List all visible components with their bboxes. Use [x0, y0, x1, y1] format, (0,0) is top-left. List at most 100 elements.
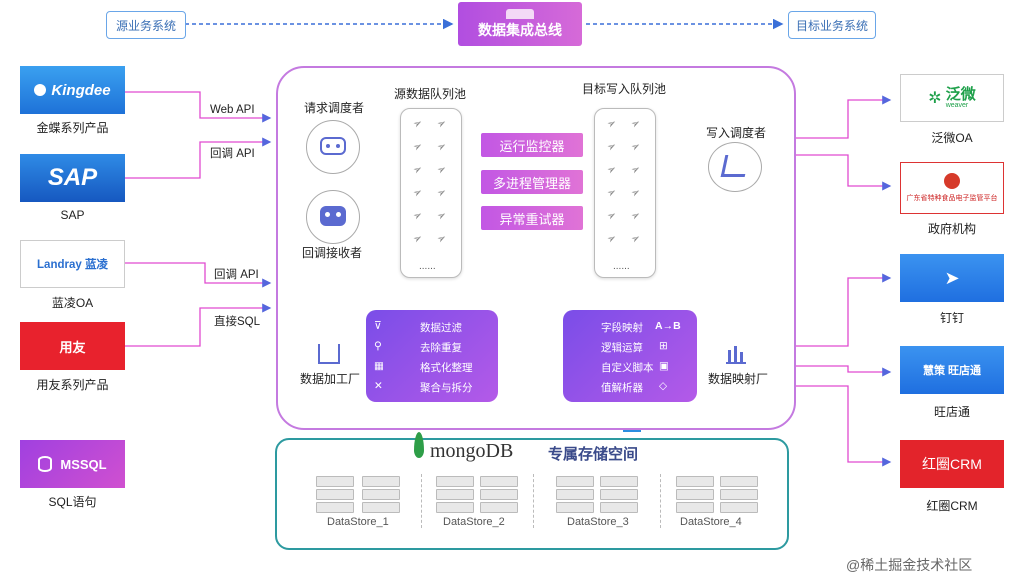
mapping-item-field: 字段映射	[601, 322, 643, 334]
robot-arm-icon	[720, 155, 750, 177]
mongodb-leaf-icon	[414, 432, 424, 458]
storage-title: 专属存储空间	[548, 446, 639, 463]
paper-plane-icon: ➢	[604, 162, 619, 178]
source-caption-sap: SAP	[60, 208, 85, 222]
paper-plane-icon: ➢	[434, 116, 449, 132]
callback-receiver-node	[306, 190, 360, 244]
target-queue-title: 目标写入队列池	[582, 82, 667, 96]
landray-logo: Landray 蓝凌	[20, 240, 125, 288]
factory-item-filter: 数据过滤	[420, 322, 462, 334]
paper-plane-icon: ➢	[434, 185, 449, 201]
mapping-factory-icon	[726, 344, 746, 364]
paper-plane-icon: ➢	[410, 208, 425, 224]
script-icon: ▣	[659, 360, 669, 372]
queue-more: ......	[419, 261, 436, 272]
paper-plane-icon: ➢	[410, 116, 425, 132]
divider	[421, 474, 423, 528]
paper-plane-icon: ➢	[604, 139, 619, 155]
exception-retry-button[interactable]: 异常重试器	[481, 206, 583, 230]
mapping-item-logic: 逻辑运算	[601, 342, 643, 354]
paper-plane-icon: ➢	[434, 208, 449, 224]
paper-plane-icon: ➢	[434, 162, 449, 178]
source-queue-title: 源数据队列池	[394, 87, 467, 101]
paper-plane-icon: ➢	[628, 162, 643, 178]
wangdiantong-logo: 慧策 旺店通	[900, 346, 1004, 394]
data-mapping-panel: 字段映射 A→B 逻辑运算 ⊞ 自定义脚本 ▣ 值解析器 ◇	[563, 310, 697, 402]
bus-icon	[506, 9, 534, 19]
server-rack-icon	[480, 476, 518, 513]
integration-bus: 数据集成总线	[458, 2, 582, 46]
paper-plane-icon: ➢	[434, 231, 449, 247]
paper-plane-icon: ➢	[604, 231, 619, 247]
data-mapping-label: 数据映射厂	[708, 372, 769, 386]
target-caption-wangdiantong: 旺店通	[933, 405, 970, 419]
kingdee-mark-icon	[34, 84, 47, 96]
divider	[533, 474, 535, 528]
target-caption-gov: 政府机构	[927, 222, 976, 236]
paper-plane-icon: ➢	[628, 116, 643, 132]
mapping-item-script: 自定义脚本	[601, 362, 654, 374]
paper-plane-icon: ➢	[434, 139, 449, 155]
data-factory-panel: ⊽ 数据过滤 ⚲ 去除重复 ▦ 格式化整理 ✕ 聚合与拆分	[366, 310, 498, 402]
paper-plane-icon: ➢	[628, 208, 643, 224]
watermark: @稀土掘金技术社区	[846, 557, 973, 573]
filter-icon: ⊽	[374, 320, 382, 332]
divider	[660, 474, 662, 528]
datastore-2-label: DataStore_2	[443, 516, 505, 528]
datastore-1-label: DataStore_1	[327, 516, 389, 528]
paper-plane-icon: ➢	[628, 231, 643, 247]
link-web-api: Web API	[210, 104, 255, 116]
paper-plane-icon: ➢	[410, 162, 425, 178]
mapping-item-parser: 值解析器	[601, 382, 643, 394]
factory-icon	[318, 344, 340, 364]
format-icon: ▦	[374, 360, 384, 372]
target-caption-crm: 红圈CRM	[926, 499, 978, 513]
server-rack-icon	[362, 476, 400, 513]
emblem-icon	[944, 173, 960, 189]
paper-plane-icon: ➢	[604, 116, 619, 132]
paper-plane-icon: ➢	[604, 208, 619, 224]
robot-icon	[320, 137, 346, 155]
weaver-mark-icon: ✲	[928, 90, 942, 107]
multi-process-manager-button[interactable]: 多进程管理器	[481, 170, 583, 194]
factory-item-format: 格式化整理	[420, 362, 473, 374]
robot-icon	[320, 206, 346, 226]
mongodb-brand: mongoDB	[430, 440, 514, 462]
gov-platform-logo: 广东省特种食品电子监管平台	[900, 162, 1004, 214]
source-caption-kingdee: 金蝶系列产品	[36, 121, 109, 135]
write-scheduler-label: 写入调度者	[706, 126, 767, 140]
source-caption-mssql: SQL语句	[48, 495, 97, 509]
paper-plane-icon: ➢	[628, 185, 643, 201]
paper-plane-icon: ➢	[410, 139, 425, 155]
sap-logo: SAP	[20, 154, 125, 202]
target-caption-dingtalk: 钉钉	[939, 311, 964, 325]
data-factory-label: 数据加工厂	[300, 372, 361, 386]
tree-icon: ⊞	[659, 340, 668, 352]
kingdee-logo: Kingdee	[20, 66, 125, 114]
factory-item-dedupe: 去除重复	[420, 342, 462, 354]
target-queue-pool: ➢➢➢➢➢➢➢➢➢➢➢➢ ......	[594, 108, 656, 278]
diamond-icon: ◇	[659, 380, 668, 392]
split-icon: ✕	[374, 380, 383, 392]
datastore-3-label: DataStore_3	[567, 516, 629, 528]
callback-receiver-label: 回调接收者	[302, 246, 363, 260]
write-scheduler-node	[708, 142, 762, 192]
queue-more: ......	[613, 261, 630, 272]
weaver-logo: ✲ 泛微 weaver	[900, 74, 1004, 122]
datastore-4-label: DataStore_4	[680, 516, 742, 528]
request-scheduler-label: 请求调度者	[304, 101, 365, 115]
a-to-b-icon: A→B	[655, 320, 681, 332]
target-systems-label: 目标业务系统	[788, 11, 876, 39]
link-callback-api-2: 回调 API	[214, 269, 259, 281]
source-caption-yonyou: 用友系列产品	[36, 378, 109, 392]
mssql-logo: MSSQL	[20, 440, 125, 488]
server-rack-icon	[676, 476, 714, 513]
factory-item-aggregate: 聚合与拆分	[420, 382, 473, 394]
paper-plane-icon: ➢	[628, 139, 643, 155]
request-scheduler-node	[306, 120, 360, 174]
dingtalk-wing-icon: ➤	[944, 267, 960, 288]
paper-plane-icon: ➢	[410, 185, 425, 201]
paper-plane-icon: ➢	[410, 231, 425, 247]
core-engine-box	[276, 66, 796, 430]
run-monitor-button[interactable]: 运行监控器	[481, 133, 583, 157]
